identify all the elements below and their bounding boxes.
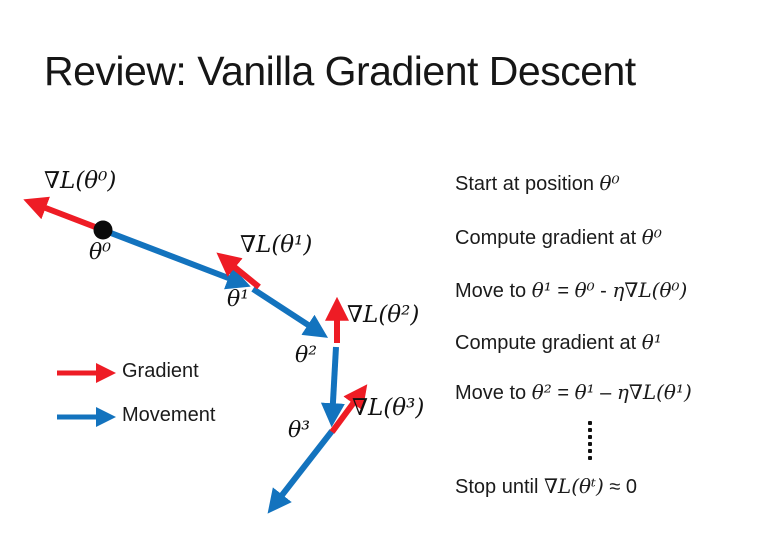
step-text: Compute gradient at xyxy=(455,332,642,354)
step-compute-gradient-1: Compute gradient at θ¹ xyxy=(455,330,662,355)
step-math: ∇L(θᵗ) xyxy=(543,474,604,498)
legend-gradient-label: Gradient xyxy=(122,360,199,382)
label-theta0: θ⁰ xyxy=(89,240,112,265)
vertical-ellipsis xyxy=(588,421,592,460)
gradient-arrow-0 xyxy=(23,196,105,233)
step-math: θ⁰ xyxy=(574,278,595,302)
step-math: θ¹ xyxy=(531,278,552,302)
label-grad-theta1: ∇L(θ¹) xyxy=(240,232,313,258)
label-theta1: θ¹ xyxy=(227,287,250,312)
step-start-at-position: Start at position θ⁰ xyxy=(455,171,620,196)
label-grad-theta2: ∇L(θ²) xyxy=(347,302,420,328)
step-move-to-theta1: Move to θ¹ = θ⁰ - η∇L(θ⁰) xyxy=(455,278,687,303)
step-text: - xyxy=(594,280,613,302)
step-text: Start at position xyxy=(455,173,600,195)
movement-arrow-4 xyxy=(267,429,335,514)
step-math: θ² xyxy=(531,380,552,404)
step-math: θ⁰ xyxy=(641,225,662,249)
step-math: θ⁰ xyxy=(599,171,620,195)
gradient-arrow-3 xyxy=(329,384,368,434)
step-text: Stop until xyxy=(455,476,544,498)
label-grad-theta0: ∇L(θ⁰) xyxy=(44,168,117,194)
start-point-dot xyxy=(93,220,113,240)
movement-arrow-2 xyxy=(251,286,329,338)
step-move-to-theta2: Move to θ² = θ¹ – η∇L(θ¹) xyxy=(455,380,692,405)
step-math: θ¹ xyxy=(641,330,662,354)
step-text: ≈ 0 xyxy=(603,476,637,498)
step-compute-gradient-0: Compute gradient at θ⁰ xyxy=(455,225,662,250)
label-grad-theta3: ∇L(θ³) xyxy=(352,395,425,421)
legend-movement-label: Movement xyxy=(122,404,216,426)
step-text: = xyxy=(551,280,575,302)
step-text: Move to xyxy=(455,280,532,302)
step-math: θ¹ xyxy=(574,380,595,404)
step-text: – xyxy=(594,382,617,404)
step-math: η∇L(θ⁰) xyxy=(612,278,688,302)
movement-arrow-3 xyxy=(320,346,345,428)
gradient-arrow-1 xyxy=(216,252,261,290)
label-theta2: θ² xyxy=(295,343,318,368)
slide-title: Review: Vanilla Gradient Descent xyxy=(44,48,636,94)
step-text: Move to xyxy=(455,382,532,404)
label-theta3: θ³ xyxy=(288,418,311,443)
step-text: Compute gradient at xyxy=(455,227,642,249)
step-stop-until: Stop until ∇L(θᵗ) ≈ 0 xyxy=(455,474,637,499)
step-text: = xyxy=(551,382,575,404)
step-math: η∇L(θ¹) xyxy=(616,380,692,404)
